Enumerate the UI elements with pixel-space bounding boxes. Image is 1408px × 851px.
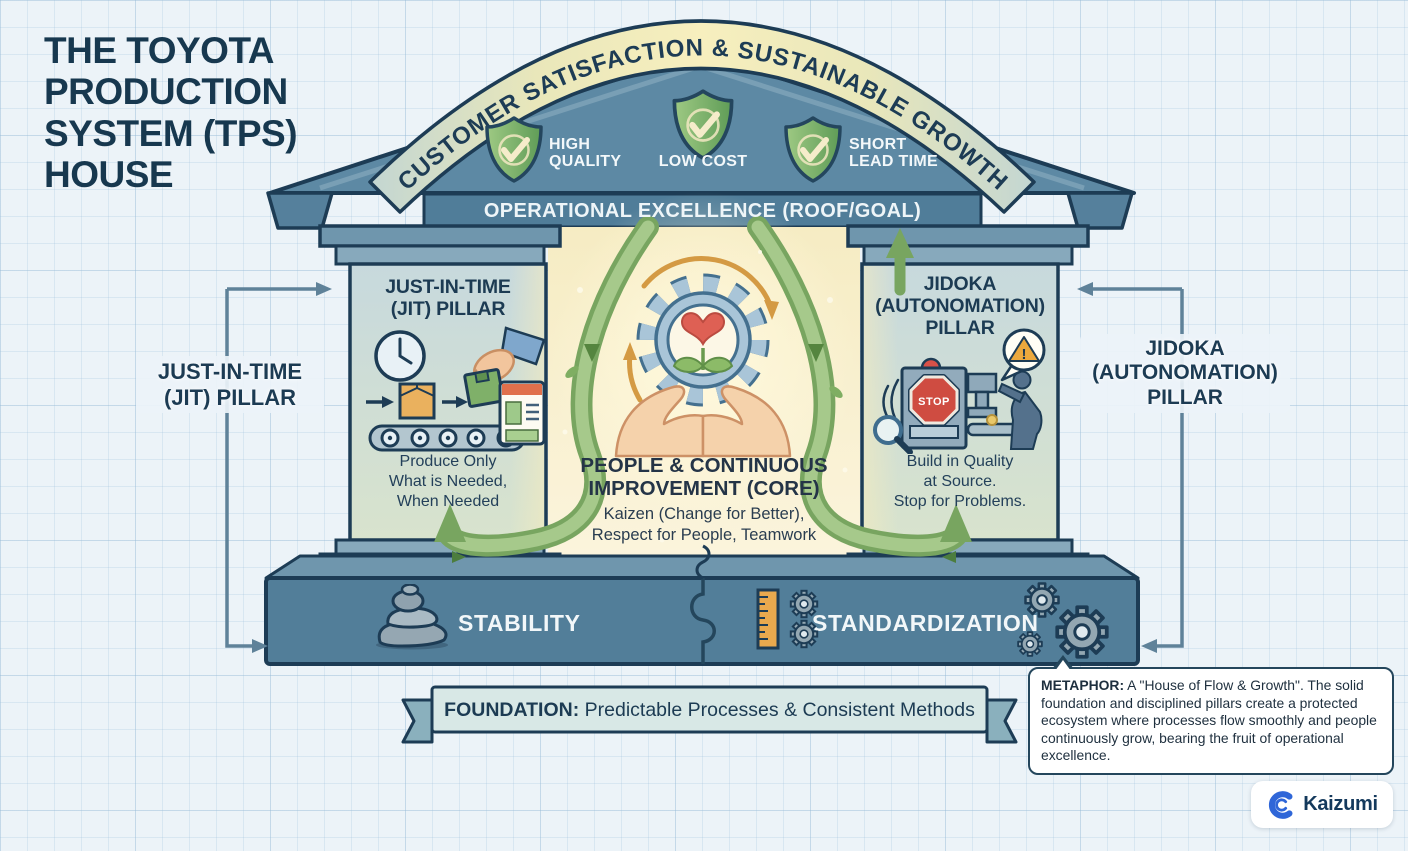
benefit-label-low-cost: LOW COST — [658, 153, 748, 170]
foundation-text: Predictable Processes & Consistent Metho… — [579, 699, 975, 721]
side-label-jidoka: JIDOKA (AUTONOMATION) PILLAR — [1080, 334, 1290, 414]
clock-icon — [374, 330, 426, 382]
base-block — [264, 544, 1140, 666]
metaphor-callout: METAPHOR: A "House of Flow & Growth". Th… — [1028, 655, 1394, 775]
jit-pillar-caption: Produce Only What is Needed, When Needed — [388, 453, 508, 510]
core-heading: PEOPLE & CONTINUOUS IMPROVEMENT (CORE) — [580, 454, 828, 500]
kanban-card-icon — [498, 380, 546, 446]
brand-name: Kaizumi — [1303, 793, 1378, 815]
svg-text:!: ! — [1022, 346, 1027, 363]
metaphor-text: A "House of Flow & Growth". The solid fo… — [1041, 677, 1377, 764]
warning-bubble-icon: ! — [1000, 328, 1046, 382]
stability-label: STABILITY — [458, 610, 581, 636]
gear-heart-sprout-icon — [614, 256, 792, 458]
kaizen-cycle-arrows — [623, 256, 779, 403]
metaphor-label: METAPHOR: — [1041, 677, 1125, 693]
standardization-label: STANDARDIZATION — [812, 610, 1039, 636]
hands-icon — [614, 385, 792, 458]
seam-squiggle — [695, 544, 711, 580]
brand-logo: Kaizumi — [1251, 781, 1393, 828]
worker-icon — [997, 370, 1043, 450]
ruler-icon — [756, 588, 780, 650]
flow-arrow-icon — [366, 396, 468, 408]
diagram-title: THE TOYOTA PRODUCTION SYSTEM (TPS) HOUSE — [44, 30, 298, 196]
foundation-ribbon — [401, 685, 1018, 744]
foundation-banner: FOUNDATION: Predictable Processes & Cons… — [430, 691, 989, 729]
green-box-icon — [463, 368, 505, 408]
foundation-label: FOUNDATION: — [444, 699, 580, 721]
jit-pillar-heading: JUST-IN-TIME (JIT) PILLAR — [385, 276, 511, 320]
zen-stones-icon — [376, 584, 448, 650]
roof-band-label: OPERATIONAL EXCELLENCE (ROOF/GOAL) — [483, 200, 922, 222]
stop-sign-icon: STOP — [908, 374, 960, 426]
jit-icons — [366, 326, 546, 452]
orange-box-icon — [398, 382, 436, 420]
puzzle-seam — [690, 578, 716, 664]
magnifier-icon — [873, 415, 913, 454]
svg-text:STOP: STOP — [918, 396, 950, 408]
jidoka-pillar-caption: Build in Quality at Source. Stop for Pro… — [893, 453, 1027, 510]
flow-stream-left — [434, 216, 659, 563]
small-gears-icon — [789, 589, 819, 649]
side-label-jit: JUST-IN-TIME (JIT) PILLAR — [136, 356, 324, 414]
benefit-label-high-quality: HIGH QUALITY — [549, 136, 622, 171]
core-text-block: PEOPLE & CONTINUOUS IMPROVEMENT (CORE) K… — [558, 454, 850, 545]
heart-icon — [680, 312, 726, 347]
benefit-label-short-lead-time: SHORT LEAD TIME — [849, 136, 938, 171]
flow-stream-right — [747, 216, 972, 563]
stop-machine-icon: STOP — [900, 357, 1032, 450]
sprout-icon — [672, 348, 734, 373]
kaizumi-swirl-icon — [1269, 790, 1293, 819]
stream-sparkles — [562, 250, 848, 543]
jidoka-pillar-heading: JIDOKA (AUTONOMATION) PILLAR — [875, 273, 1045, 339]
jidoka-icons: STOP ! — [873, 328, 1046, 454]
core-subtext: Kaizen (Change for Better), Respect for … — [591, 505, 817, 544]
ruler-gears-icon — [756, 588, 780, 650]
